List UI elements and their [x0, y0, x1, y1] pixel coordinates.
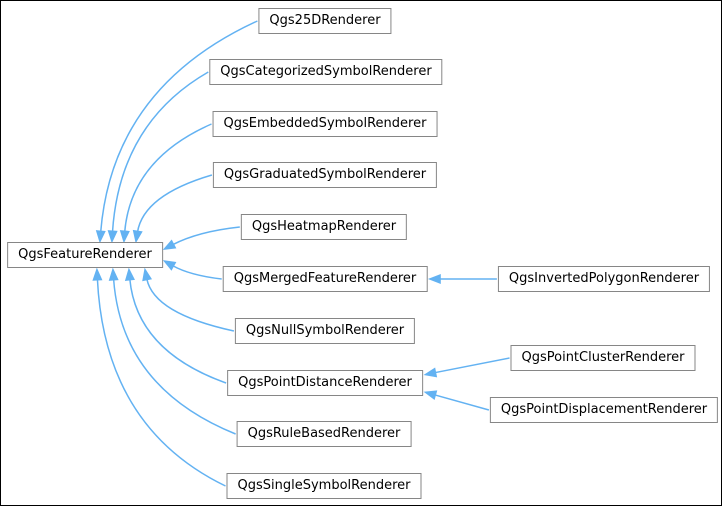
- arrowhead-icon: [132, 229, 143, 244]
- inheritance-edge-QgsMergedFeatureRenderer: [172, 264, 222, 280]
- arrowhead-icon: [92, 267, 103, 281]
- arrowhead-icon: [423, 367, 438, 378]
- inheritance-edge-Qgs25DRenderer: [99, 20, 258, 233]
- node-qgs-embedded-symbol-renderer[interactable]: QgsEmbeddedSymbolRenderer: [212, 111, 438, 137]
- arrowhead-icon: [108, 267, 119, 281]
- inheritance-edge-QgsGraduatedSymbolRenderer: [136, 174, 213, 233]
- arrowhead-icon: [119, 230, 130, 244]
- node-qgs-graduated-symbol-renderer[interactable]: QgsGraduatedSymbolRenderer: [212, 162, 438, 188]
- arrowhead-icon: [107, 230, 118, 244]
- node-qgs-single-symbol-renderer[interactable]: QgsSingleSymbolRenderer: [226, 473, 422, 499]
- arrowhead-icon: [142, 267, 153, 282]
- arrowhead-icon: [162, 239, 177, 250]
- inheritance-edge-QgsRuleBasedRenderer: [112, 278, 236, 435]
- inheritance-edge-QgsCategorizedSymbolRenderer: [111, 71, 209, 233]
- node-qgs-heatmap-renderer[interactable]: QgsHeatmapRenderer: [240, 214, 408, 240]
- node-qgs-merged-feature-renderer[interactable]: QgsMergedFeatureRenderer: [222, 266, 428, 292]
- node-qgs-point-cluster-renderer[interactable]: QgsPointClusterRenderer: [510, 345, 696, 371]
- arrowhead-icon: [427, 273, 441, 285]
- inheritance-edge-QgsSingleSymbolRenderer: [96, 278, 226, 487]
- node-qgs-rule-based-renderer[interactable]: QgsRuleBasedRenderer: [236, 421, 412, 447]
- inheritance-edge-QgsHeatmapRenderer: [172, 226, 240, 246]
- arrowhead-icon: [124, 267, 135, 281]
- inheritance-edge-QgsEmbeddedSymbolRenderer: [123, 123, 212, 233]
- node-qgs-null-symbol-renderer[interactable]: QgsNullSymbolRenderer: [234, 318, 416, 344]
- inheritance-edge-QgsNullSymbolRenderer: [146, 278, 235, 332]
- inheritance-edge-QgsPointDistanceRenderer: [129, 278, 227, 384]
- node-qgs-25d-renderer[interactable]: Qgs25DRenderer: [258, 8, 392, 34]
- node-qgs-feature-renderer[interactable]: QgsFeatureRenderer: [7, 242, 163, 268]
- node-qgs-categorized-symbol-renderer[interactable]: QgsCategorizedSymbolRenderer: [209, 59, 443, 85]
- arrowhead-icon: [162, 260, 177, 271]
- inheritance-edge-QgsPointDisplacementRenderer: [434, 394, 490, 411]
- arrowhead-icon: [423, 390, 438, 401]
- node-qgs-inverted-polygon-renderer[interactable]: QgsInvertedPolygonRenderer: [497, 266, 711, 292]
- node-qgs-point-distance-renderer[interactable]: QgsPointDistanceRenderer: [227, 370, 423, 396]
- arrowhead-icon: [95, 230, 106, 244]
- inheritance-edge-QgsPointClusterRenderer: [434, 357, 510, 374]
- node-qgs-point-displacement-renderer[interactable]: QgsPointDisplacementRenderer: [489, 397, 719, 423]
